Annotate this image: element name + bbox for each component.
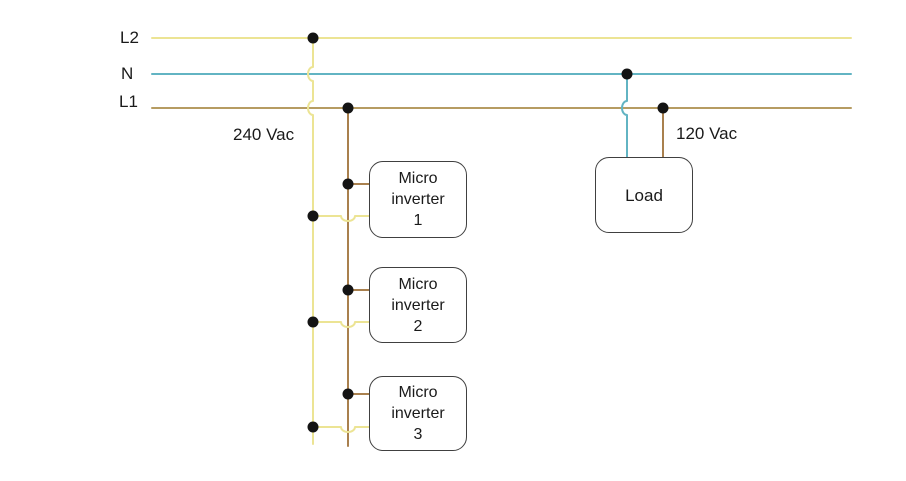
inverter1-l2-feed-wire	[312, 215, 370, 222]
n-bus-label: N	[121, 64, 134, 83]
voltage-120-label: 120 Vac	[676, 124, 738, 143]
n-load-drop-wire	[621, 73, 628, 159]
inverter1-l1-junction-dot	[342, 178, 354, 190]
load-box: Load	[595, 157, 693, 233]
inverter2-l1-junction-dot	[342, 284, 354, 296]
microinverter-2-box: Micro inverter 2	[369, 267, 467, 343]
inverter3-l2-junction-dot	[307, 421, 319, 433]
n-load-tap-junction-dot	[621, 68, 633, 80]
voltage-240-label: 240 Vac	[233, 125, 295, 144]
microinverter-3-box: Micro inverter 3	[369, 376, 467, 451]
inverter3-l1-junction-dot	[342, 388, 354, 400]
l1-load-tap-junction-dot	[657, 102, 669, 114]
l2-tap-junction-dot	[307, 32, 319, 44]
l2-bus-label: L2	[120, 28, 139, 47]
l2-branch-wire	[307, 37, 314, 445]
inverter3-l2-feed-wire	[312, 426, 370, 433]
inverter1-l2-junction-dot	[307, 210, 319, 222]
inverter2-l2-junction-dot	[307, 316, 319, 328]
l1-tap-junction-dot	[342, 102, 354, 114]
inverter2-l2-feed-wire	[312, 321, 370, 328]
l1-bus-label: L1	[119, 92, 138, 111]
microinverter-1-box: Micro inverter 1	[369, 161, 467, 238]
